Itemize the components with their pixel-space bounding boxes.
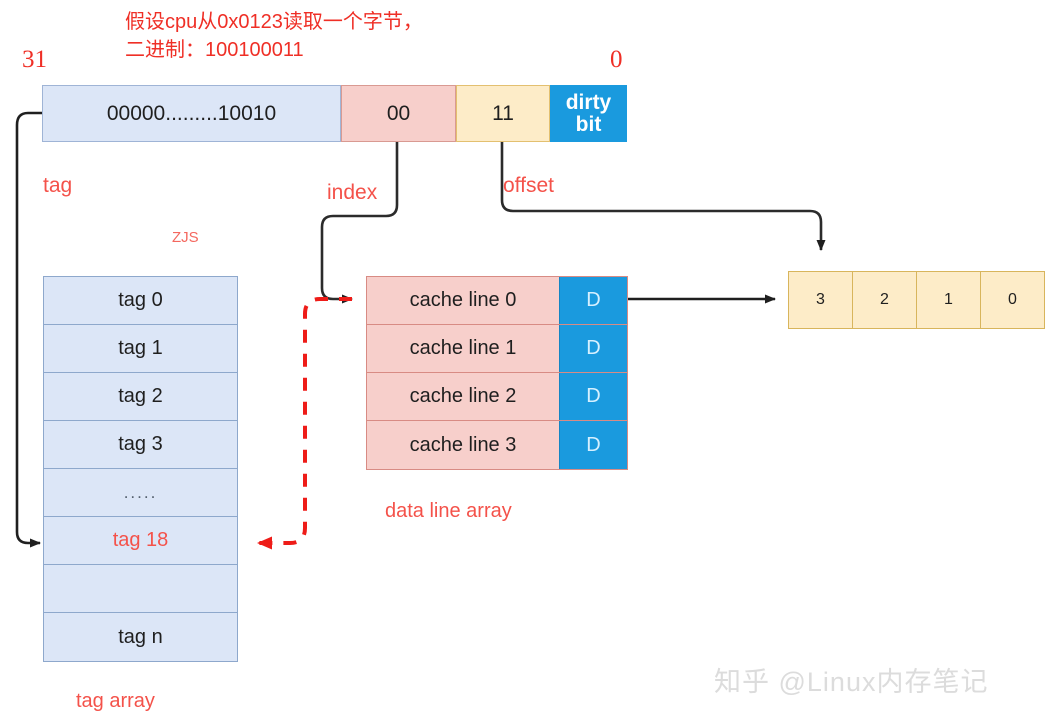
dirty-bit-line2: bit	[575, 112, 602, 136]
tag-array-row[interactable]: tag 0	[44, 277, 237, 325]
cache-line-label: cache line 3	[367, 421, 559, 469]
cache-line-row[interactable]: cache line 1 D	[367, 325, 627, 373]
tag-array-cell-label: tag n	[118, 625, 163, 648]
tag-array-cell-label: .....	[123, 482, 158, 502]
data-line-array: cache line 0 D cache line 1 D cache line…	[366, 276, 628, 470]
address-segment-offset: 11	[456, 85, 550, 142]
cache-line-label: cache line 2	[367, 373, 559, 420]
cache-line-label: cache line 1	[367, 325, 559, 372]
field-label-index: index	[327, 181, 378, 204]
tag-array-cell-label: tag 2	[118, 385, 163, 407]
byte-cell[interactable]: 1	[916, 271, 981, 329]
bit-label-31: 31	[22, 46, 47, 73]
connector-offset-to-bytearray	[500, 142, 826, 251]
tag-array-cell-label: tag 18	[112, 529, 169, 551]
cpu-read-annotation: 假设cpu从0x0123读取一个字节， 二进制：100100011	[125, 11, 423, 61]
connector-index-to-cacheline0	[320, 142, 399, 304]
address-segment-tag: 00000.........10010	[42, 85, 341, 142]
zjs-label: ZJS	[172, 229, 199, 246]
byte-cell[interactable]: 2	[852, 271, 917, 329]
address-segment-index: 00	[341, 85, 456, 142]
cache-line-dirty-flag[interactable]: D	[559, 373, 627, 420]
tag-array-row-selected[interactable]: tag 18	[44, 517, 237, 565]
byte-cell[interactable]: 0	[980, 271, 1045, 329]
tag-array-row[interactable]: tag n	[44, 613, 237, 661]
connector-cacheline-match-to-tag18	[257, 297, 352, 550]
bit-label-0: 0	[610, 46, 623, 73]
zhihu-watermark: 知乎 @Linux内存笔记	[714, 667, 989, 697]
tag-array-row-empty[interactable]	[44, 565, 237, 613]
tag-array-cell-label: tag 0	[118, 289, 163, 311]
field-label-tag: tag	[43, 174, 73, 197]
cache-line-dirty-flag[interactable]: D	[559, 277, 627, 324]
field-label-offset: offset	[503, 174, 554, 197]
tag-array-row-ellipsis: .....	[44, 469, 237, 517]
data-line-array-caption: data line array	[385, 500, 512, 522]
tag-array-row[interactable]: tag 3	[44, 421, 237, 469]
tag-array-caption: tag array	[76, 690, 155, 712]
cache-line-row[interactable]: cache line 2 D	[367, 373, 627, 421]
tag-array: tag 0 tag 1 tag 2 tag 3 ..... tag 18 tag…	[43, 276, 238, 662]
tag-array-row[interactable]: tag 2	[44, 373, 237, 421]
cache-line-dirty-flag[interactable]: D	[559, 421, 627, 469]
cache-line-row[interactable]: cache line 3 D	[367, 421, 627, 469]
dirty-bit-line1: dirty	[565, 90, 612, 114]
tag-array-cell-label: tag 3	[118, 433, 163, 455]
tag-array-cell-label: tag 1	[118, 337, 163, 359]
tag-array-row[interactable]: tag 1	[44, 325, 237, 373]
cache-line-dirty-flag[interactable]: D	[559, 325, 627, 372]
connector-tag-to-tag18	[15, 111, 72, 548]
cache-line-row[interactable]: cache line 0 D	[367, 277, 627, 325]
address-segment-dirty-bit: dirty bit	[550, 85, 627, 142]
address-bit-field-bar: 00000.........10010 00 11 dirty bit	[42, 85, 627, 142]
byte-cell[interactable]: 3	[788, 271, 853, 329]
byte-offset-array: 3 2 1 0	[788, 271, 1045, 329]
cache-line-label: cache line 0	[367, 277, 559, 324]
